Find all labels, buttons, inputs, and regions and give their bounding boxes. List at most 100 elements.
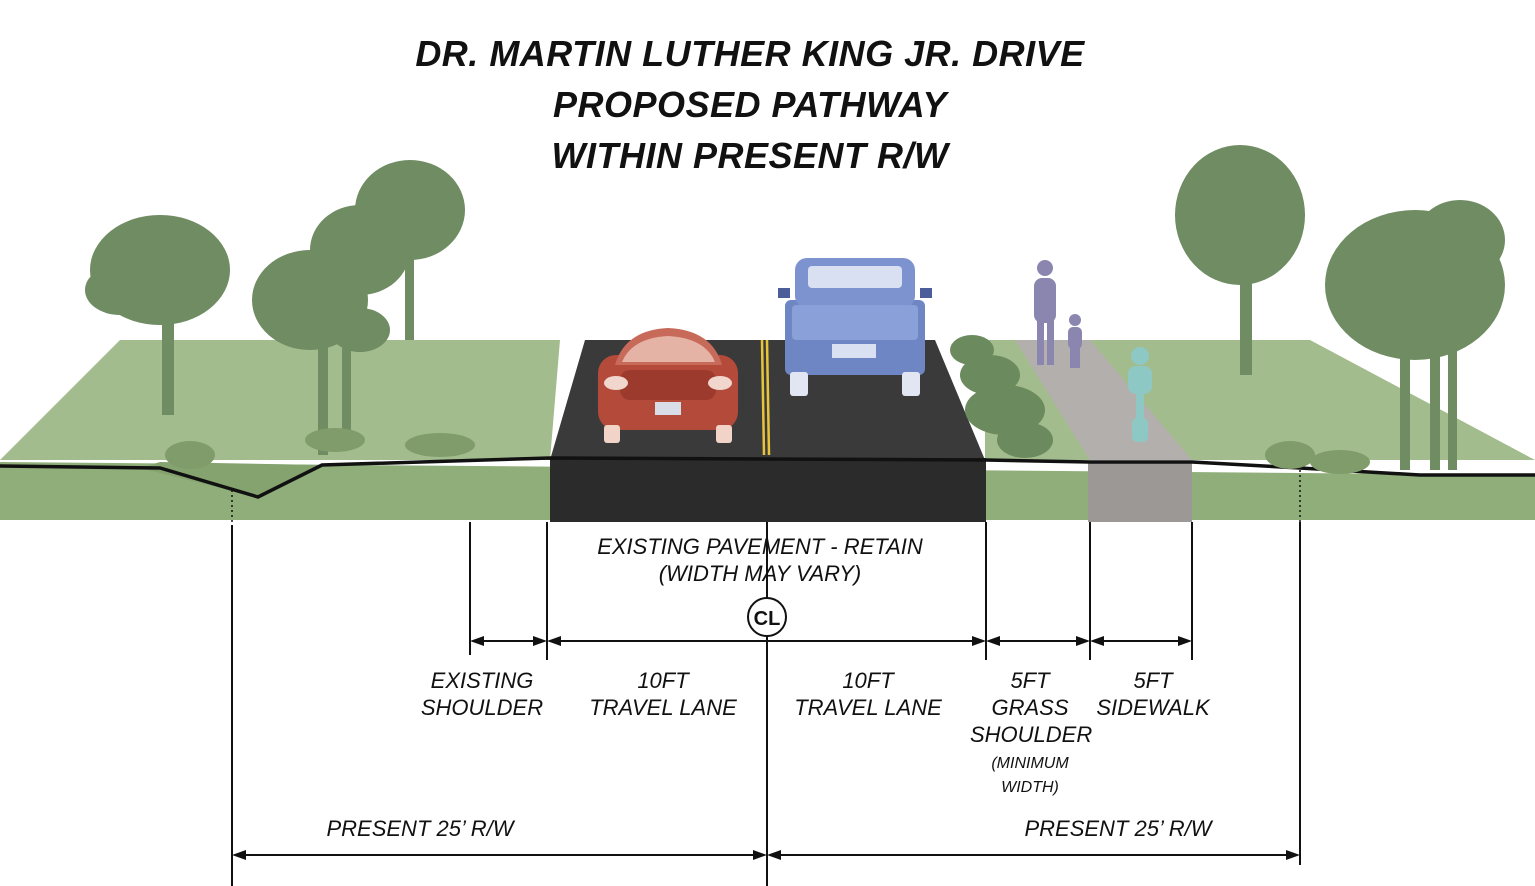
- truck-wheel: [790, 372, 808, 396]
- bike-wheel: [1132, 418, 1148, 442]
- trees-left: [85, 160, 465, 455]
- existing-shoulder-line1: EXISTING: [430, 668, 534, 693]
- tree-canopy: [1415, 200, 1505, 280]
- arrow: [972, 636, 986, 646]
- truck-window: [808, 266, 902, 288]
- travel-lane-right-line1: 10FT: [842, 668, 894, 693]
- blue-truck-illustration: [778, 258, 932, 396]
- arrow: [767, 850, 781, 860]
- bush: [997, 422, 1053, 458]
- arrow: [232, 850, 246, 860]
- arrow: [1178, 636, 1192, 646]
- tree-trunk: [405, 230, 414, 340]
- travel-lane-right-label: 10FT TRAVEL LANE: [783, 667, 953, 721]
- arrow: [1076, 636, 1090, 646]
- grass-shoulder-note: (MINIMUM WIDTH): [970, 752, 1090, 800]
- sidewalk-line1: 5FT: [1133, 668, 1173, 693]
- centerline-symbol: CL: [747, 597, 787, 637]
- arrow: [986, 636, 1000, 646]
- truck-tailgate: [792, 305, 918, 340]
- tree-canopy: [330, 308, 390, 352]
- car-wheel: [716, 425, 732, 443]
- asphalt-face: [550, 458, 986, 522]
- arrow: [1090, 636, 1104, 646]
- car-hood: [620, 370, 716, 400]
- truck-mirror: [920, 288, 932, 298]
- car-wheel: [604, 425, 620, 443]
- child-head: [1069, 314, 1081, 326]
- adult-body: [1034, 278, 1056, 323]
- tree-trunk: [1400, 300, 1410, 470]
- title-line-2: PROPOSED PATHWAY: [552, 84, 948, 125]
- grass-shoulder-note2: WIDTH): [1001, 779, 1059, 796]
- dimension-arrows: [232, 636, 1300, 860]
- child-legs: [1070, 348, 1080, 368]
- tree-trunk: [318, 300, 328, 455]
- child-cyclist: [1128, 347, 1152, 442]
- truck-mirror: [778, 288, 790, 298]
- centerline-circle: [747, 597, 787, 637]
- tuft: [405, 433, 475, 457]
- tree-canopy: [85, 265, 155, 315]
- car-windshield: [622, 336, 715, 362]
- tree-canopy: [1175, 145, 1305, 285]
- row-label-right: PRESENT 25’ R/W: [1024, 816, 1212, 841]
- car-headlight: [708, 376, 732, 390]
- grass-tufts: [165, 428, 1370, 474]
- arrow: [1286, 850, 1300, 860]
- tree-trunk: [1430, 300, 1440, 470]
- row-label-left: PRESENT 25’ R/W: [326, 816, 514, 841]
- grass-shoulder-note1: (MINIMUM: [991, 755, 1069, 772]
- existing-shoulder-line2: SHOULDER: [420, 695, 544, 720]
- travel-lane-left-line1: 10FT: [637, 668, 689, 693]
- adult-leg: [1047, 320, 1054, 365]
- travel-lane-left-label: 10FT TRAVEL LANE: [578, 667, 748, 721]
- sidewalk-face: [1088, 462, 1192, 522]
- pavement-label-line1: EXISTING PAVEMENT - RETAIN: [597, 534, 923, 559]
- travel-lane-left-line2: TRAVEL LANE: [589, 695, 737, 720]
- tuft: [1310, 450, 1370, 474]
- title-line-3: WITHIN PRESENT R/W: [551, 135, 949, 176]
- center-stripe-a: [760, 339, 766, 456]
- tuft: [305, 428, 365, 452]
- bushes: [950, 335, 1053, 458]
- adult-head: [1037, 260, 1053, 276]
- tuft: [165, 441, 215, 469]
- existing-shoulder-label: EXISTING SHOULDER: [412, 667, 552, 721]
- arrow: [547, 636, 561, 646]
- trees-right: [1175, 145, 1505, 470]
- dimension-lines: [231, 470, 1301, 886]
- truck-plate: [832, 344, 876, 358]
- truck-wheel: [902, 372, 920, 396]
- car-plate: [655, 402, 681, 415]
- title-line-1: DR. MARTIN LUTHER KING JR. DRIVE: [415, 33, 1085, 74]
- grass-top-left: [0, 340, 560, 460]
- cyclist-head: [1131, 347, 1149, 365]
- pavement-label: EXISTING PAVEMENT - RETAIN (WIDTH MAY VA…: [560, 533, 960, 587]
- travel-lane-right-line2: TRAVEL LANE: [794, 695, 942, 720]
- car-headlight: [604, 376, 628, 390]
- sidewalk-line2: SIDEWALK: [1096, 695, 1210, 720]
- pavement-label-line2: (WIDTH MAY VARY): [658, 561, 862, 586]
- tree-trunk: [342, 290, 351, 450]
- sidewalk-label: 5FT SIDEWALK: [1090, 667, 1216, 721]
- pedestrians: [1034, 260, 1082, 368]
- red-car-illustration: [598, 328, 738, 443]
- grass-shoulder-line1: 5FT: [1010, 668, 1050, 693]
- grass-shoulder-line2: GRASS: [991, 695, 1069, 720]
- tree-trunk: [162, 300, 174, 415]
- cyclist-body: [1128, 366, 1152, 394]
- tuft: [1265, 441, 1315, 469]
- arrow: [753, 850, 767, 860]
- arrow: [470, 636, 484, 646]
- center-stripe-b: [765, 339, 771, 456]
- grass-shoulder-label: 5FT GRASS SHOULDER: [970, 667, 1093, 748]
- tree-trunk: [1448, 300, 1457, 470]
- bike-frame: [1136, 392, 1144, 430]
- adult-leg: [1037, 320, 1044, 365]
- centerline-text: CL: [754, 608, 781, 630]
- grass-shoulder-line3: SHOULDER: [970, 722, 1093, 747]
- child-body: [1068, 327, 1082, 349]
- arrow: [533, 636, 547, 646]
